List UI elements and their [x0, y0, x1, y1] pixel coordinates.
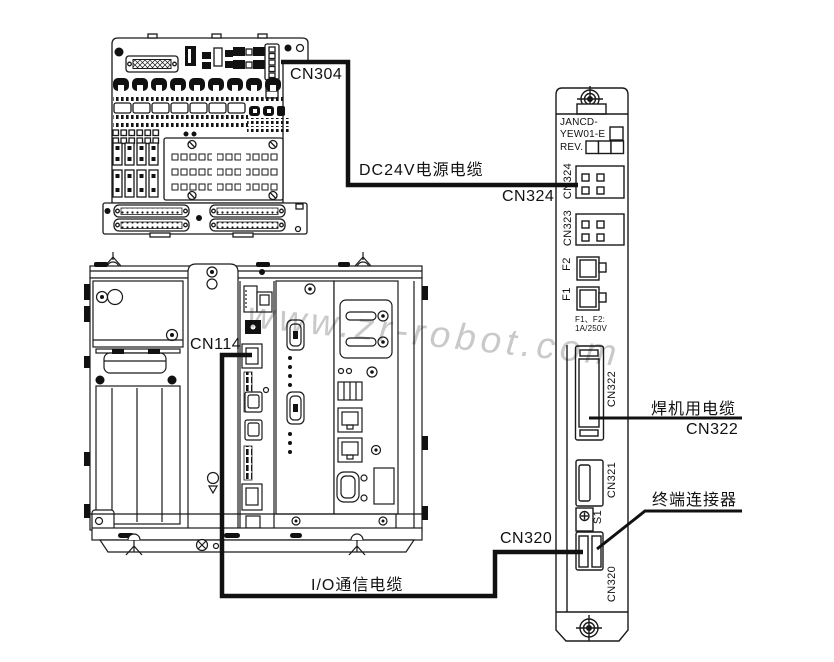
- panel-label-f1: F1: [561, 287, 573, 301]
- screw-icon: [114, 47, 124, 57]
- callout-cn320: CN320: [500, 530, 553, 547]
- io-panel: [555, 86, 629, 642]
- callout-welder-cn322: CN322: [686, 421, 739, 438]
- callout-io-cable: I/O通信电缆: [311, 577, 404, 594]
- right-module: [333, 280, 399, 515]
- screw-icon: [366, 366, 378, 378]
- cn324-connector: [575, 165, 625, 199]
- callout-dc24v-cable: DC24V电源电缆: [359, 162, 484, 179]
- cn114-panel: [187, 263, 239, 543]
- cable-io: [219, 352, 583, 599]
- panel-rev-label: REV.: [560, 142, 584, 153]
- panel-label-s1: S1: [592, 509, 604, 525]
- screw-icon: [576, 615, 602, 641]
- fuse-f2: [576, 256, 607, 281]
- screw-icon: [304, 283, 316, 295]
- rj45-port: [337, 437, 363, 463]
- callout-cn304: CN304: [290, 66, 343, 83]
- panel-label-cn320: CN320: [606, 565, 618, 603]
- panel-model-line2: YEW01-E: [560, 129, 606, 140]
- panel-label-cn321: CN321: [606, 461, 618, 499]
- cn323-connector: [575, 213, 625, 246]
- left-module: [91, 280, 184, 531]
- bottom-connectors: [102, 202, 308, 238]
- panel-fuse-note-1: F1、F2:: [575, 315, 606, 324]
- callout-welder-cable: 焊机用电缆: [651, 401, 737, 418]
- rj45-port: [337, 407, 363, 433]
- callout-terminator: 终端连接器: [652, 492, 738, 509]
- screw-icon: [195, 538, 220, 552]
- io-strip-connectors: [112, 142, 159, 198]
- fuse-f1: [576, 286, 607, 311]
- callout-cn324: CN324: [502, 188, 555, 205]
- cable-dc24v: [281, 59, 578, 188]
- dsub-port: [336, 471, 368, 503]
- cn321-connector: [575, 459, 604, 507]
- sub-board: [163, 137, 284, 201]
- mount-foot-icon: [125, 533, 366, 556]
- panel-model-line1: JANCD-: [560, 117, 598, 128]
- center-module: [275, 280, 335, 515]
- panel-fuse-note-2: 1A/250V: [575, 324, 608, 333]
- callout-line-terminator: [596, 509, 742, 551]
- s1-switch: [575, 507, 594, 532]
- io-pcb-board: [102, 33, 309, 238]
- callout-cn114: CN114: [190, 336, 242, 353]
- dsub-connector: [125, 55, 179, 73]
- controller-rack: [84, 252, 428, 556]
